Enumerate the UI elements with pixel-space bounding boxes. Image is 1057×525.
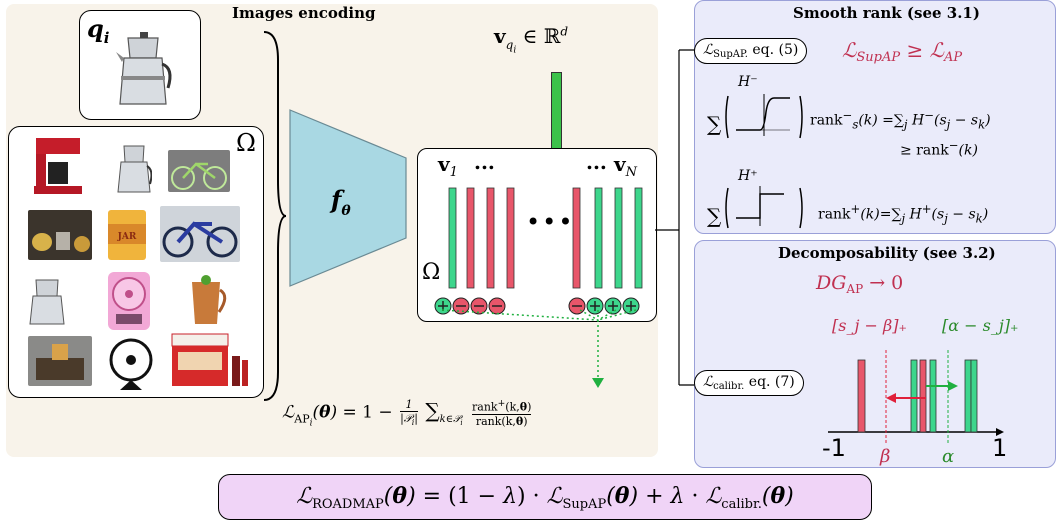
smooth-rank-title: Smooth rank (see 3.1) (793, 4, 980, 22)
mug-icon (192, 275, 227, 324)
mid-dots: ••• (526, 208, 575, 236)
images-encoding-title: Images encoding (232, 4, 376, 22)
dg-formula: DGAP → 0 (816, 272, 904, 296)
alpha-term: [α − s_j]₊ (942, 316, 1019, 335)
toaster-icon (28, 210, 92, 260)
decomposability-panel (694, 240, 1056, 468)
embedding-bar-1-3 (634, 187, 643, 289)
hotdog-roller-icon (171, 333, 248, 386)
embedding-bar-0-1 (466, 187, 475, 289)
embedding-bar (551, 72, 562, 150)
bicycle-icon (168, 150, 230, 192)
bicycle-icon (160, 206, 240, 262)
dots-right: ... (586, 150, 607, 174)
moka-pot-icon (116, 32, 172, 105)
beta-term: [s_j − β]₊ (832, 316, 907, 335)
calibration-plot (828, 350, 1004, 444)
fan-icon (109, 338, 153, 390)
vn-label: vN (614, 152, 637, 180)
decomposability-title: Decomposability (see 3.2) (778, 244, 996, 262)
query-label: qi (87, 14, 110, 47)
alpha-symbol: α (942, 446, 955, 467)
sum-plus: ∑ (707, 204, 722, 228)
embedding-bar-0-2 (486, 187, 495, 289)
network-label: fθ (331, 185, 351, 219)
coffee-maker-icon (28, 134, 88, 196)
rank-minus-formula: rank−s(k) =∑j H−(sj − sk) (810, 108, 991, 132)
h-plus-label: H⁺ (738, 168, 758, 184)
embedding-bar-1-1 (594, 187, 603, 289)
axis-max: 1 (992, 434, 1008, 462)
dots-left: ... (474, 150, 495, 174)
h-minus-label: H⁻ (738, 74, 758, 90)
embedding-bar-0-0 (448, 187, 457, 289)
embedding-bar-1-2 (614, 187, 623, 289)
brace (263, 31, 287, 401)
supap-bound: ℒSupAP ≥ ℒAP (842, 38, 963, 65)
set-label: Ω (236, 129, 256, 157)
network-block (289, 109, 407, 287)
selection-connectors (441, 309, 637, 388)
supap-label: ℒSupAP. eq. (5) (694, 38, 808, 64)
axis-min: -1 (822, 434, 846, 462)
mug-icon: JAR (108, 210, 146, 260)
roadmap-loss-box: ℒROADMAP(θ) = (1 − λ) · ℒSupAP(θ) + λ · … (218, 474, 872, 520)
roadmap-loss-formula: ℒROADMAP(θ) = (1 − λ) · ℒSupAP(θ) + λ · … (296, 482, 794, 512)
fan-icon (108, 272, 150, 330)
v1-label: v1 (438, 152, 458, 180)
sum-minus: ∑ (707, 112, 722, 136)
h-minus-plot (725, 94, 803, 139)
svg-text:JAR: JAR (117, 232, 137, 242)
embeddings-bars (434, 187, 643, 315)
moka-pot-icon (29, 279, 65, 325)
beta-symbol: β (880, 446, 891, 467)
moka-pot-icon (117, 145, 152, 193)
embedding-bar-1-0 (572, 187, 581, 289)
calibr-label: ℒcalibr. eq. (7) (694, 370, 804, 396)
rank-plus-formula: rank+(k)=∑j H+(sj − sk) (818, 202, 989, 226)
h-plus-plot (725, 186, 803, 229)
bracket-connector (655, 49, 697, 386)
embedding-bar-0-3 (506, 187, 515, 289)
embedding-label: vqi ∈ ℝd (494, 24, 569, 56)
rank-minus-bound: ≥ rank−(k) (900, 138, 978, 159)
ap-formula: ℒAPi(θ) = 1 − 1|𝒫i| ∑k∈𝒫i rank+(k,θ)rank… (282, 398, 532, 429)
omega-label: Ω (422, 260, 441, 285)
toaster-icon (28, 336, 92, 386)
